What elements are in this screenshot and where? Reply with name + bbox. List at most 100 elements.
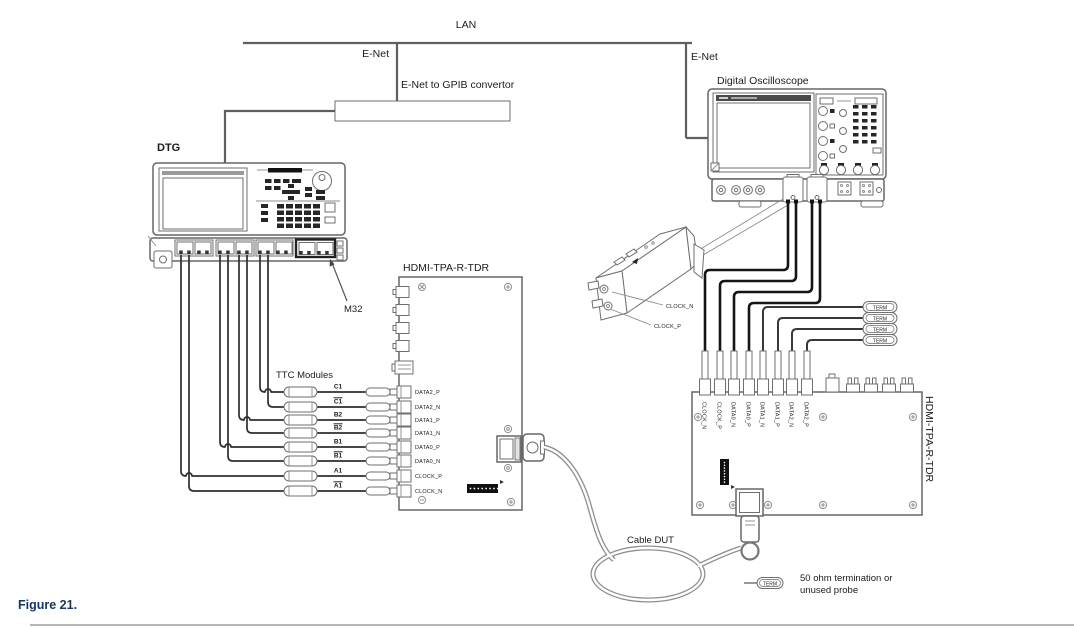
right-board-probes: CLOCK_N CLOCK_P DATA0_N DATA0_P DATA1_N … [699, 350, 813, 429]
left-tpa-board: HDMI-TPA-R-TDR [391, 262, 545, 511]
ttc-plug [365, 387, 398, 397]
m32-label: M32 [344, 304, 362, 315]
m32-callout: M32 [329, 259, 362, 315]
left-board-unused-connectors [391, 286, 414, 375]
scope-bnc-1 [716, 185, 726, 195]
left-board-signal-connectors: DATA2_P DATA2_N DATA1_P DATA1_N DATA0_P … [396, 385, 442, 498]
dtg-to-ttc-wires [180, 255, 284, 492]
svg-text:CLOCK_N: CLOCK_N [415, 489, 442, 495]
termination-legend: TERM 50 ohm termination or unused probe [744, 573, 892, 596]
head-clock-n-label: CLOCK_N [666, 304, 693, 310]
svg-text:B1: B1 [334, 453, 343, 460]
ttc-module [283, 414, 318, 426]
dtg-label: DTG [157, 142, 180, 154]
ttc-plug [365, 471, 398, 481]
scope-controls [818, 97, 882, 176]
ttc-row: A1 [283, 468, 398, 482]
term-label: TERM [873, 338, 887, 344]
term-label: TERM [873, 305, 887, 311]
probe-connector [743, 350, 755, 396]
oscilloscope: Digital Oscilloscope [707, 75, 887, 208]
ttc-row: C1 [283, 384, 398, 398]
ttc-modules: TTC Modules C1 C1 B2 B2 B1 B1 [180, 255, 398, 497]
ttc-module [283, 441, 318, 453]
probe-connector [757, 350, 769, 396]
scope-probe-cables [703, 201, 822, 353]
dtg-output-module-strip [147, 235, 348, 269]
svg-text:CLOCK_P: CLOCK_P [415, 474, 442, 480]
svg-text:DATA0_N: DATA0_N [415, 459, 440, 465]
ttc-module [283, 485, 318, 497]
right-tpa-board: HDMI-TPA-R-TDR [691, 373, 935, 561]
cable-dut-label: Cable DUT [627, 535, 674, 546]
ttc-plug [365, 428, 398, 438]
ttc-row: C1 [283, 397, 398, 413]
ttc-module [283, 401, 318, 413]
right-board-hdmi-fixture [735, 488, 764, 561]
dtg-screen [162, 177, 244, 230]
svg-text:DATA2_N: DATA2_N [415, 405, 440, 411]
ttc-row: A1 [283, 481, 398, 497]
dtg-generator: DTG [147, 142, 362, 315]
dtg-menu-buttons [265, 179, 325, 200]
dtg-output-pins [179, 250, 329, 255]
svg-text:B2: B2 [334, 412, 343, 419]
term-label: TERM [873, 327, 887, 333]
dtg-submodules [176, 241, 334, 255]
ttc-plug [365, 415, 398, 425]
ttc-row: B1 [283, 451, 398, 467]
right-board-dip-switch [720, 459, 735, 489]
probe-connector [728, 350, 740, 396]
board-socket [396, 400, 412, 414]
term-label: TERM [873, 316, 887, 322]
probe-connector [772, 350, 784, 396]
head-to-scope-line [692, 204, 789, 262]
term-legend-label: TERM [763, 581, 777, 587]
svg-text:C1: C1 [334, 384, 343, 391]
board-socket [396, 469, 412, 483]
head-clock-p-label: CLOCK_P [654, 324, 681, 330]
ttc-row: B1 [283, 439, 398, 453]
term-terminations: TERM TERM TERM TERM [862, 301, 898, 346]
left-board-hdmi-fixture [496, 433, 545, 463]
board-socket [396, 440, 412, 454]
dtg-keypad [261, 204, 320, 228]
ttc-plug [365, 402, 398, 412]
dtg-control-panel [256, 168, 340, 228]
right-board-outline [691, 391, 923, 516]
svg-text:DATA2_P: DATA2_P [415, 390, 440, 396]
svg-text:CLOCK_P: CLOCK_P [716, 402, 722, 429]
figure-caption: Figure 21. [18, 598, 77, 612]
lan-network: LAN E-Net E-Net to GPIB convertor E-Net [223, 19, 718, 163]
term-legend-capsule [756, 577, 784, 589]
oscilloscope-label: Digital Oscilloscope [717, 75, 809, 87]
scope-screen [716, 102, 811, 169]
scope-title-bar [716, 95, 811, 101]
ttc-plug [365, 456, 398, 466]
svg-text:A1: A1 [334, 483, 343, 490]
left-board-label: HDMI-TPA-R-TDR [403, 262, 490, 274]
svg-text:DATA2_P: DATA2_P [803, 402, 809, 427]
m32-arrowhead [329, 259, 335, 267]
board-socket [396, 426, 412, 440]
term-cables [762, 306, 863, 353]
clock-p-bnc [591, 298, 604, 309]
scope-bnc-2 [731, 185, 741, 195]
svg-text:DATA2_N: DATA2_N [788, 402, 794, 427]
ttc-module [283, 386, 318, 398]
left-board-dip-switch [467, 480, 504, 493]
probe-connector [801, 350, 813, 396]
svg-text:DATA1_N: DATA1_N [415, 431, 440, 437]
gpib-converter-box [334, 100, 511, 122]
svg-text:C1: C1 [334, 399, 343, 406]
hdmi-plug [740, 515, 760, 543]
clock-n-bnc [587, 280, 600, 291]
right-board-label: HDMI-TPA-R-TDR [923, 396, 935, 483]
enet-left-label: E-Net [362, 48, 389, 60]
right-board-unused-connectors [825, 373, 914, 393]
board-socket [396, 385, 412, 399]
svg-text:DATA1_N: DATA1_N [759, 402, 765, 427]
ttc-plug [365, 442, 398, 452]
svg-text:DATA0_P: DATA0_P [745, 402, 751, 427]
